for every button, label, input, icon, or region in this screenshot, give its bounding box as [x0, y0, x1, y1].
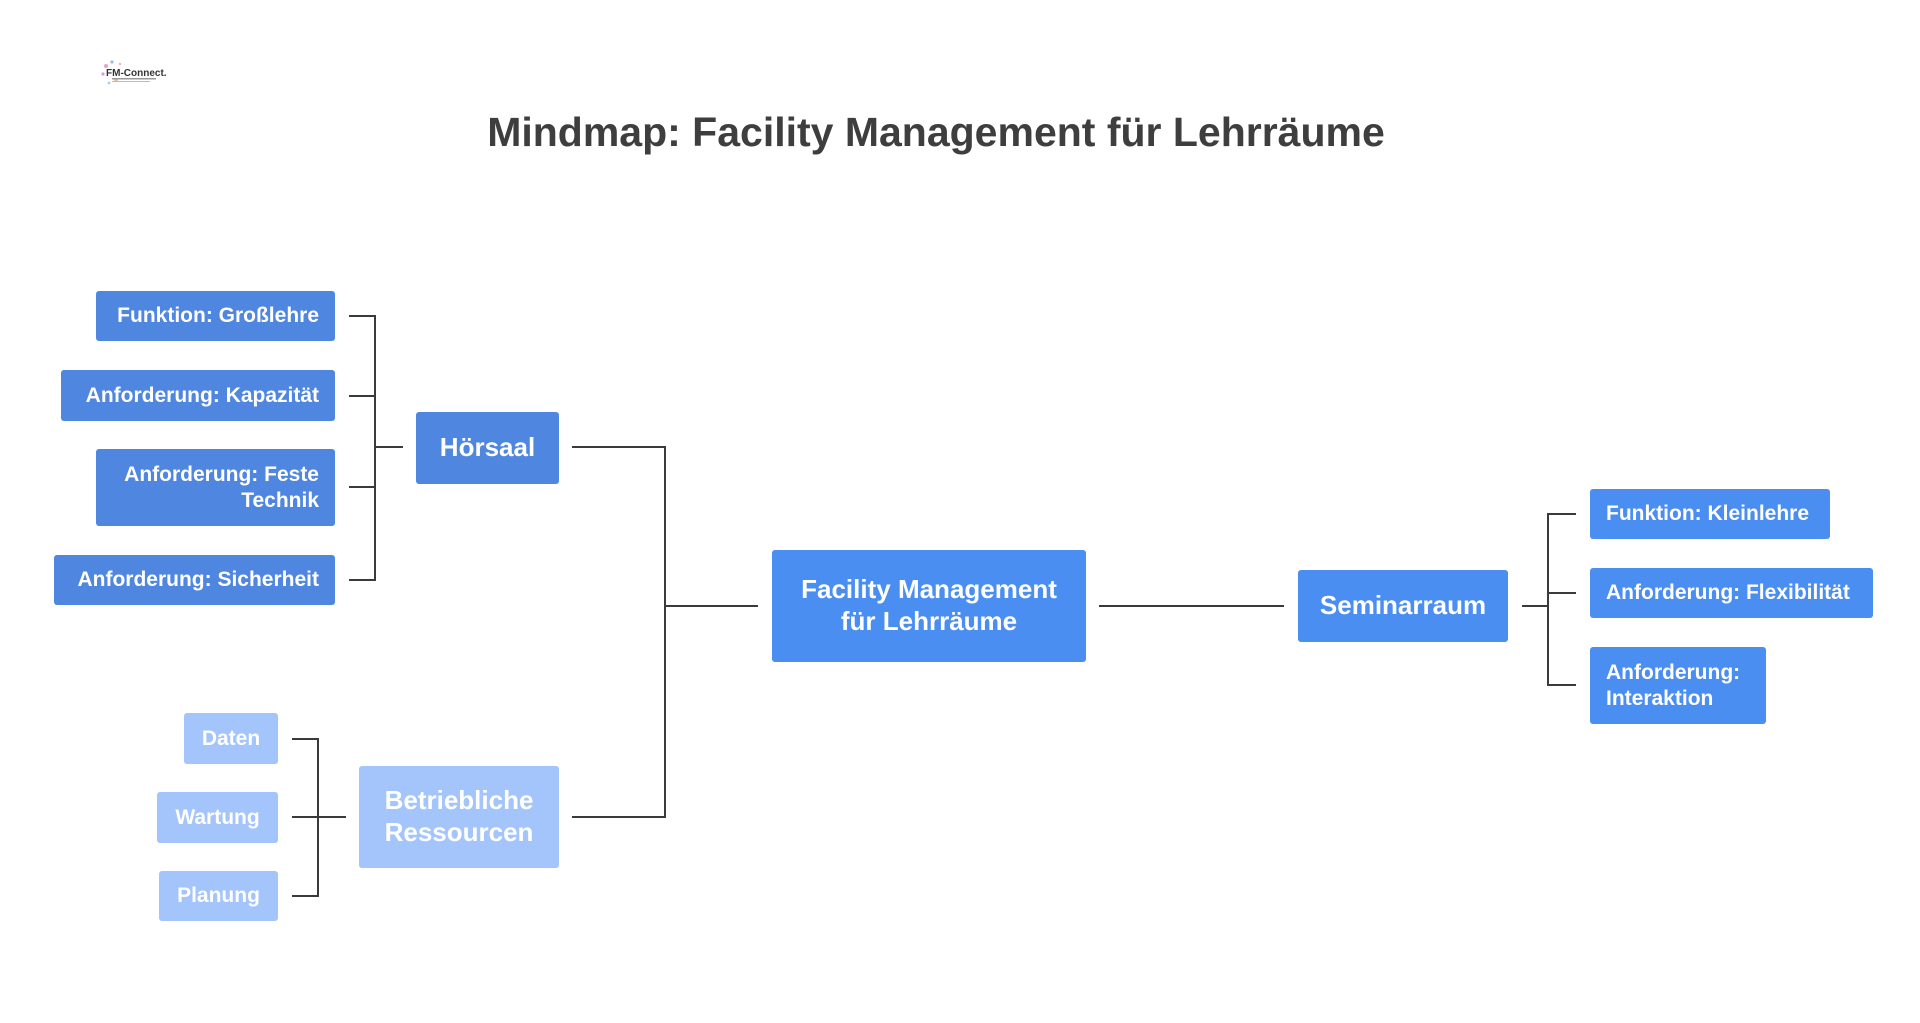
node-anforderung-interaktion: Anforderung: Interaktion: [1590, 647, 1766, 724]
node-betrieb-line1: Betriebliche: [384, 785, 534, 816]
node-anforderung-kapazitaet: Anforderung: Kapazität: [61, 370, 335, 421]
node-anforderung-sicherheit: Anforderung: Sicherheit: [54, 555, 335, 605]
node-daten-label: Daten: [201, 726, 261, 750]
node-seminarraum: Seminarraum: [1298, 570, 1508, 642]
node-funktion-kleinlehre-label: Funktion: Kleinlehre: [1606, 502, 1810, 526]
node-anforderung-feste-technik: Anforderung: Feste Technik: [96, 449, 335, 526]
connector-hoersaal-bracket: [349, 315, 376, 581]
node-funktion-kleinlehre: Funktion: Kleinlehre: [1590, 489, 1830, 539]
node-planung: Planung: [159, 871, 278, 921]
node-wartung-label: Wartung: [175, 805, 260, 829]
node-funktion-grosslehre: Funktion: Großlehre: [96, 291, 335, 341]
connector-root-left-bracket: [572, 446, 666, 818]
node-seminarraum-label: Seminarraum: [1319, 590, 1487, 621]
node-anforderung-flexibilitaet: Anforderung: Flexibilität: [1590, 568, 1873, 618]
diagram-title: Mindmap: Facility Management für Lehrräu…: [487, 109, 1385, 155]
fm-connect-logo: FM-Connect.com: [96, 56, 166, 90]
node-anforderung-sicherheit-label: Anforderung: Sicherheit: [77, 568, 319, 592]
node-interaktion-line2: Interaktion: [1606, 686, 1714, 710]
node-planung-label: Planung: [177, 884, 260, 908]
node-root-facility-management: Facility Management für Lehrräume: [772, 550, 1086, 662]
connector-seminar-bracket: [1547, 513, 1576, 686]
node-root-line1: Facility Management: [801, 574, 1057, 605]
node-root-line2: für Lehrräume: [840, 606, 1018, 636]
svg-text:FM-Connect.com: FM-Connect.com: [106, 68, 166, 79]
node-anforderung-kapazitaet-label: Anforderung: Kapazität: [85, 383, 319, 407]
node-wartung: Wartung: [157, 792, 278, 843]
node-hoersaal: Hörsaal: [416, 412, 559, 484]
node-daten: Daten: [184, 713, 278, 764]
node-hoersaal-label: Hörsaal: [439, 432, 536, 463]
node-interaktion-line1: Anforderung:: [1606, 660, 1741, 684]
node-betriebliche-ressourcen: Betriebliche Ressourcen: [359, 766, 559, 868]
node-anforderung-flexibilitaet-label: Anforderung: Flexibilität: [1606, 581, 1850, 605]
node-betrieb-line2: Ressourcen: [384, 817, 534, 847]
node-feste-technik-line2: Technik: [241, 488, 319, 512]
node-funktion-grosslehre-label: Funktion: Großlehre: [117, 304, 319, 328]
node-feste-technik-line1: Anforderung: Feste: [124, 462, 319, 486]
